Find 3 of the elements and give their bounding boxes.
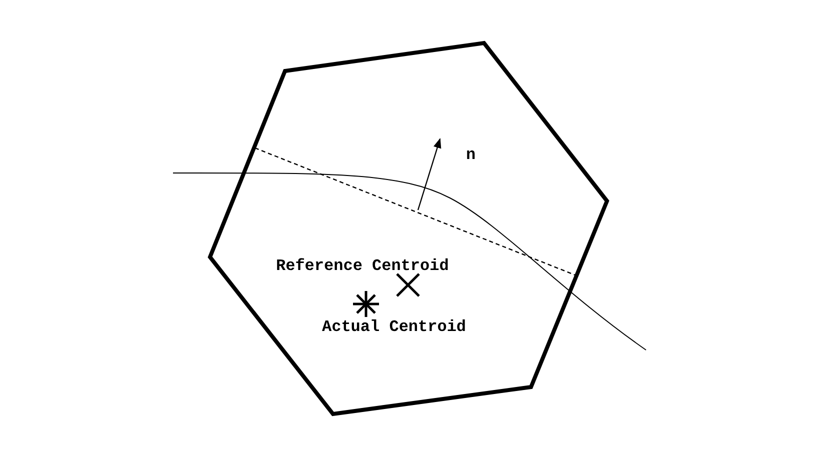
actual-centroid-label: Actual Centroid <box>322 318 466 336</box>
normal-label: n <box>466 146 476 164</box>
reference-centroid-label: Reference Centroid <box>276 257 449 275</box>
